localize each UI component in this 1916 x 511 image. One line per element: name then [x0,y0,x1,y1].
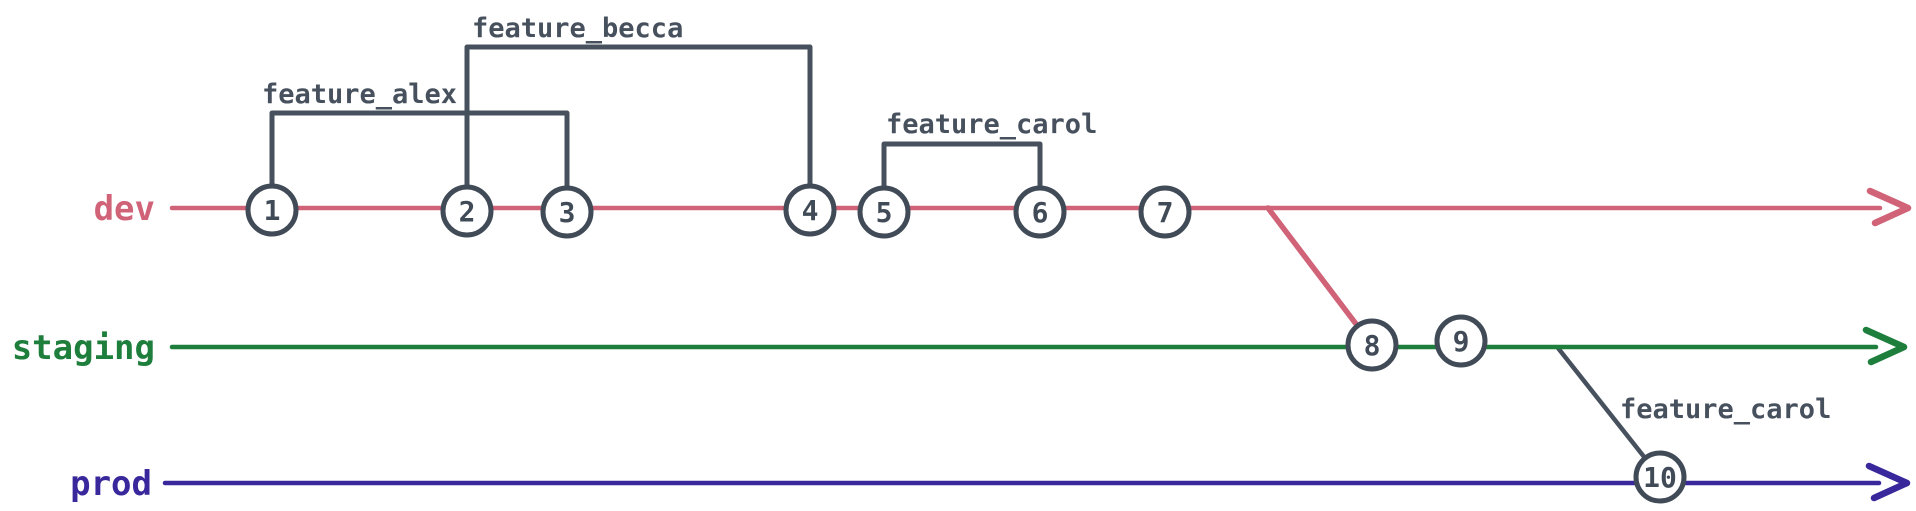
commit-node-6 [1013,185,1067,239]
commit-number: 2 [459,195,476,228]
commit-node-8 [1345,318,1399,372]
commit-number: 8 [1364,329,1381,362]
commit-node-2 [440,184,494,238]
commit-node-10 [1633,450,1687,504]
commit-number: 7 [1157,196,1174,229]
feature-bracket [881,141,1043,191]
branch-label-dev: dev [94,189,155,229]
arrowhead-icon [1865,462,1911,502]
feature-bracket [464,44,813,190]
feature-branch-label: feature_alex [262,79,457,110]
commit-number: 3 [559,196,576,229]
commit-node-7 [1138,185,1192,239]
commit-node-4 [783,183,837,237]
feature-branch-label: feature_carol [1620,394,1831,425]
commit-node-3 [540,185,594,239]
commit-number: 1 [264,194,281,227]
commit-node-5 [857,185,911,239]
commit-number: 4 [802,194,819,227]
commit-node-9 [1434,314,1488,368]
feature-branch-label: feature_becca [472,13,683,44]
arrowhead-icon [1866,187,1912,227]
feature-branch-label: feature_carol [886,109,1097,140]
merge-link [1555,345,1663,480]
feature-bracket [269,110,570,191]
commit-number: 6 [1032,196,1049,229]
commit-number: 10 [1643,461,1677,494]
branch-label-staging: staging [12,328,155,368]
commit-number: 5 [876,196,893,229]
commit-number: 9 [1453,325,1470,358]
arrowhead-icon [1862,326,1908,366]
commit-node-1 [245,183,299,237]
branch-label-prod: prod [70,464,152,504]
merge-link [1265,205,1375,348]
